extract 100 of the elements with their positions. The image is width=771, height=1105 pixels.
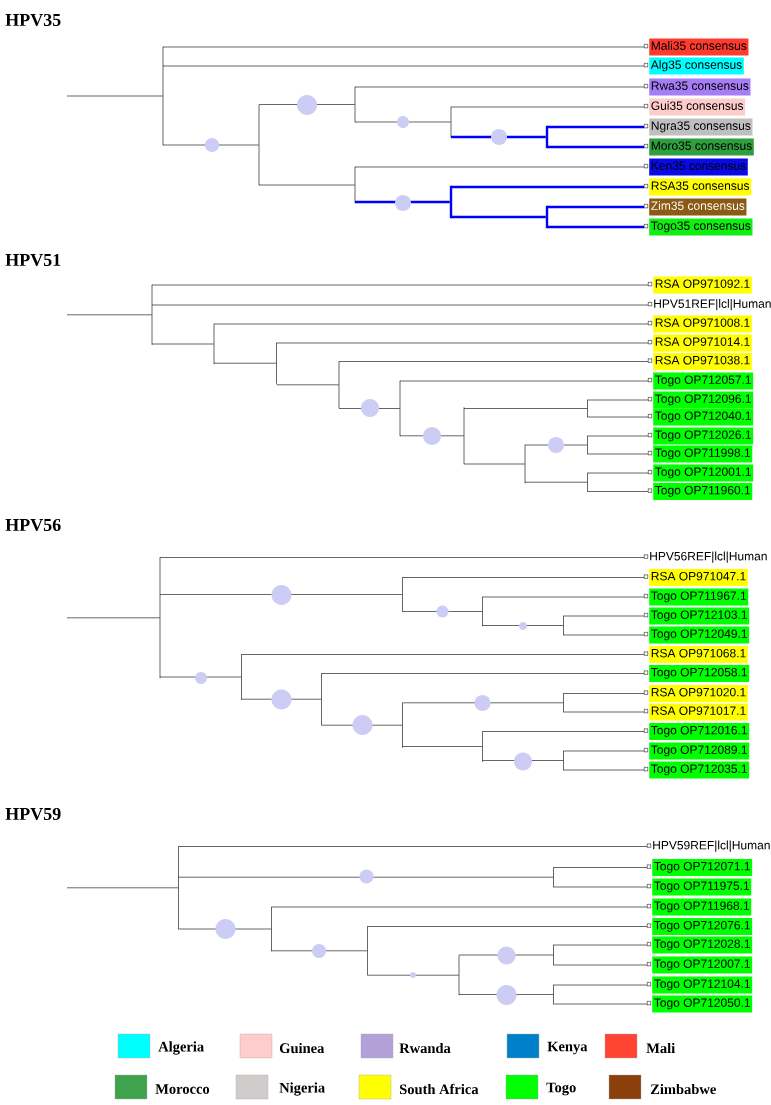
branch-line bbox=[587, 416, 649, 418]
branch-line bbox=[553, 867, 648, 868]
branch-line bbox=[354, 121, 451, 123]
panel-title: HPV59 bbox=[5, 807, 61, 821]
branch-line bbox=[482, 596, 645, 598]
leaf-label: Togo OP711967.1 bbox=[643, 588, 749, 606]
leaf-label: Togo OP711960.1 bbox=[647, 482, 753, 501]
legend-label: Rwanda bbox=[399, 1042, 451, 1054]
branch-line bbox=[338, 361, 649, 362]
leaf-label: Togo OP712058.1 bbox=[643, 664, 750, 683]
branch-line bbox=[276, 342, 649, 344]
branch-line bbox=[159, 594, 403, 595]
branch-line bbox=[162, 46, 645, 48]
branch-line bbox=[587, 435, 649, 437]
legend-label: Zimbabwe bbox=[650, 1083, 716, 1095]
leaf-label: Togo OP712104.1 bbox=[646, 976, 753, 994]
leaf-label: Togo OP712057.1 bbox=[647, 372, 754, 390]
leaf-label: Togo OP711968.1 bbox=[646, 898, 752, 916]
branch-line bbox=[587, 472, 649, 474]
branch-line bbox=[463, 463, 525, 465]
leaf-label: Zim35 consensus bbox=[643, 198, 747, 216]
legend-label: Kenya bbox=[547, 1041, 588, 1055]
leaf-label: Ngra35 consensus bbox=[643, 118, 753, 136]
branch-line bbox=[563, 634, 645, 636]
leaf-label: HPV51REF|lcl|Human bbox=[647, 299, 771, 311]
leaf-label: Gui35 consensus bbox=[643, 98, 746, 116]
branch-line bbox=[547, 125, 644, 129]
leaf-label: Togo OP712040.1 bbox=[647, 408, 754, 426]
panel-title: HPV35 bbox=[5, 13, 61, 27]
branch-line bbox=[213, 362, 277, 364]
branch-line bbox=[563, 615, 645, 617]
branch-line bbox=[178, 876, 554, 878]
branch-line bbox=[258, 184, 355, 186]
branch-junction bbox=[545, 125, 549, 149]
leaf-label: Togo OP712076.1 bbox=[646, 917, 753, 936]
branch-line bbox=[66, 95, 163, 97]
branch-line bbox=[271, 906, 648, 908]
branch-line bbox=[451, 185, 644, 189]
leaf-label: Rwa35 consensus bbox=[643, 78, 751, 96]
branch-line bbox=[162, 144, 259, 146]
branch-line bbox=[178, 846, 648, 847]
leaf-label: Togo OP712016.1 bbox=[643, 722, 750, 741]
legend-label: South Africa bbox=[399, 1083, 479, 1095]
branch-line bbox=[482, 625, 564, 626]
branch-line bbox=[563, 711, 645, 713]
leaf-label: Togo OP712001.1 bbox=[647, 464, 754, 482]
leaf-label: RSA35 consensus bbox=[643, 178, 752, 196]
branch-line bbox=[482, 760, 564, 761]
branch-line bbox=[553, 984, 648, 986]
branch-line bbox=[587, 453, 649, 455]
branch-line bbox=[321, 673, 645, 674]
leaf-label: Togo OP712035.1 bbox=[643, 761, 750, 779]
branch-line bbox=[450, 106, 645, 108]
branch-line bbox=[563, 693, 645, 694]
leaf-label: Ken35 consensus bbox=[643, 158, 748, 176]
branch-line bbox=[553, 964, 648, 966]
branch-line bbox=[151, 304, 649, 306]
branch-line bbox=[458, 994, 554, 995]
branch-line bbox=[482, 731, 645, 732]
leaf-label: Togo35 consensus bbox=[643, 218, 753, 236]
leaf-label: HPV56REF|lcl|Human bbox=[643, 551, 767, 563]
branch-line bbox=[162, 65, 645, 67]
leaf-label: Togo OP712089.1 bbox=[643, 742, 750, 760]
leaf-label: Togo OP711998.1 bbox=[647, 445, 753, 463]
branch-line bbox=[399, 435, 464, 437]
branch-line bbox=[547, 145, 644, 149]
branch-line bbox=[159, 557, 645, 558]
branch-line bbox=[321, 724, 403, 726]
branch-line bbox=[367, 974, 459, 976]
branch-line bbox=[66, 314, 152, 316]
branch-line bbox=[451, 135, 546, 139]
branch-line bbox=[241, 698, 322, 700]
legend-label: Nigeria bbox=[279, 1082, 325, 1096]
leaf-label: RSA OP971014.1 bbox=[647, 334, 752, 352]
leaf-label: RSA OP971038.1 bbox=[647, 352, 752, 371]
leaf-label: Togo OP712096.1 bbox=[647, 391, 754, 409]
leaf-label: Togo OP712007.1 bbox=[646, 956, 753, 974]
branch-line bbox=[451, 215, 546, 219]
branch-line bbox=[524, 444, 588, 446]
panel-title: HPV56 bbox=[5, 518, 61, 532]
leaf-label: RSA OP971047.1 bbox=[643, 568, 748, 587]
leaf-label: RSA OP971068.1 bbox=[643, 645, 748, 664]
leaf-label: Moro35 consensus bbox=[643, 138, 754, 156]
legend-label: Algeria bbox=[158, 1041, 204, 1055]
branch-line bbox=[402, 611, 483, 612]
branch-junction bbox=[545, 205, 549, 229]
branch-line bbox=[354, 166, 645, 168]
branch-line bbox=[66, 617, 160, 619]
branch-line bbox=[587, 399, 649, 401]
branch-line bbox=[399, 380, 649, 382]
branch-line bbox=[587, 491, 649, 492]
branch-line bbox=[563, 750, 645, 752]
leaf-label: Togo OP711975.1 bbox=[646, 878, 752, 896]
leaf-label: RSA OP971017.1 bbox=[643, 703, 748, 721]
leaf-label: RSA OP971092.1 bbox=[647, 276, 752, 294]
branch-line bbox=[367, 926, 648, 927]
leaf-label: Togo OP712103.1 bbox=[643, 607, 750, 625]
branch-line bbox=[355, 200, 450, 204]
branch-line bbox=[151, 284, 649, 286]
branch-line bbox=[213, 323, 649, 325]
